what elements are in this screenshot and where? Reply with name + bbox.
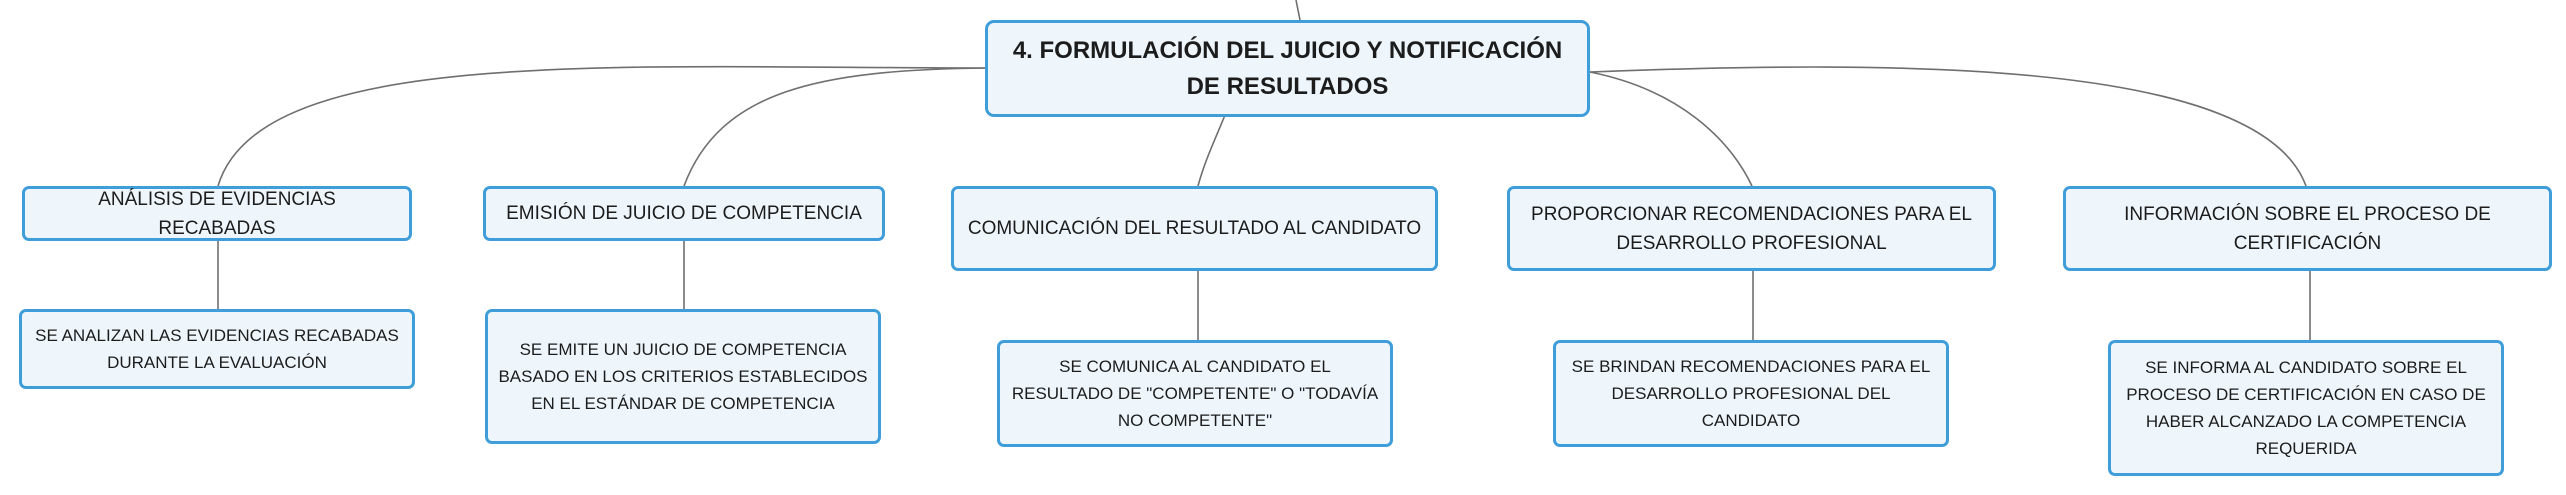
connector-root-to-branch-2	[683, 67, 986, 187]
detail-node-comunicacion[interactable]: SE COMUNICA AL CANDIDATO EL RESULTADO DE…	[997, 340, 1393, 447]
branch-node-recomendaciones[interactable]: PROPORCIONAR RECOMENDACIONES PARA EL DES…	[1507, 186, 1996, 271]
detail-node-recomendaciones[interactable]: SE BRINDAN RECOMENDACIONES PARA EL DESAR…	[1553, 340, 1949, 447]
branch-node-comunicacion[interactable]: COMUNICACIÓN DEL RESULTADO AL CANDIDATO	[951, 186, 1438, 271]
root-node-title: 4. FORMULACIÓN DEL JUICIO Y NOTIFICACIÓN…	[1012, 36, 1563, 100]
branch-node-title: COMUNICACIÓN DEL RESULTADO AL CANDIDATO	[967, 218, 1422, 239]
detail-node-emision[interactable]: SE EMITE UN JUICIO DE COMPETENCIA BASADO…	[485, 309, 881, 444]
connector-root-to-branch-4	[1589, 71, 1753, 187]
branch-node-title: PROPORCIONAR RECOMENDACIONES PARA EL DES…	[1531, 203, 1972, 254]
connector-parent-stub	[1295, 0, 1301, 21]
detail-node-text: SE BRINDAN RECOMENDACIONES PARA EL DESAR…	[1571, 357, 1931, 430]
connector-root-to-branch-3	[1197, 114, 1226, 187]
branch-node-title: INFORMACIÓN SOBRE EL PROCESO DE CERTIFIC…	[2124, 203, 2491, 254]
branch-node-title: ANÁLISIS DE EVIDENCIAS RECABADAS	[98, 188, 336, 239]
detail-node-text: SE EMITE UN JUICIO DE COMPETENCIA BASADO…	[498, 340, 868, 413]
connector-root-to-branch-1	[217, 65, 986, 187]
detail-node-analisis[interactable]: SE ANALIZAN LAS EVIDENCIAS RECABADAS DUR…	[19, 309, 415, 389]
branch-node-certificacion[interactable]: INFORMACIÓN SOBRE EL PROCESO DE CERTIFIC…	[2063, 186, 2552, 271]
branch-node-analisis[interactable]: ANÁLISIS DE EVIDENCIAS RECABADAS	[22, 186, 412, 241]
connector-root-to-branch-5	[1589, 66, 2307, 187]
detail-node-text: SE COMUNICA AL CANDIDATO EL RESULTADO DE…	[1011, 357, 1379, 430]
root-node[interactable]: 4. FORMULACIÓN DEL JUICIO Y NOTIFICACIÓN…	[985, 20, 1590, 117]
detail-node-text: SE INFORMA AL CANDIDATO SOBRE EL PROCESO…	[2126, 358, 2486, 458]
detail-node-text: SE ANALIZAN LAS EVIDENCIAS RECABADAS DUR…	[35, 326, 399, 372]
branch-node-title: EMISIÓN DE JUICIO DE COMPETENCIA	[506, 203, 862, 224]
detail-node-certificacion[interactable]: SE INFORMA AL CANDIDATO SOBRE EL PROCESO…	[2108, 340, 2504, 476]
branch-node-emision[interactable]: EMISIÓN DE JUICIO DE COMPETENCIA	[483, 186, 885, 241]
